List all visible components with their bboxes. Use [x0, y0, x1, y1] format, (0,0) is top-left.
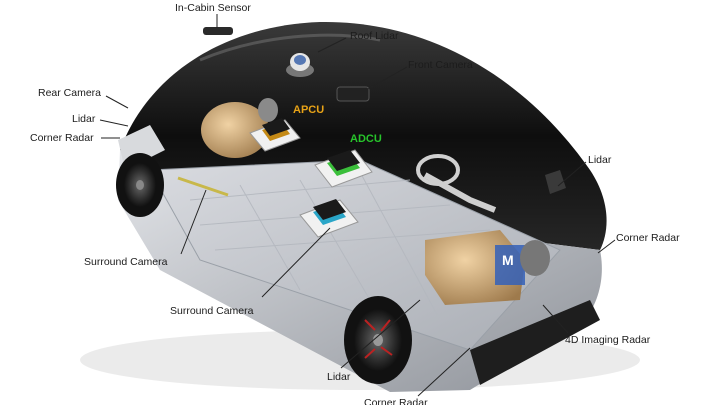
rear-wheel	[116, 153, 164, 217]
front-camera-device	[336, 86, 370, 102]
side-camera-strip	[177, 176, 229, 197]
front-motor: M	[425, 230, 550, 305]
in-cabin-sensor-device	[203, 27, 233, 35]
apcu-chip	[249, 118, 301, 152]
leader-lines	[99, 14, 616, 397]
imaging-radar-label: 4D Imaging Radar	[565, 334, 651, 346]
bottom-corner-radar-label: Corner Radar	[364, 397, 428, 405]
apcu-label: APCU	[293, 104, 325, 116]
front-wheel	[344, 296, 412, 384]
front-bumper	[470, 300, 600, 385]
front-lidar-device	[545, 170, 566, 194]
bottom-lidar-label: Lidar	[327, 371, 351, 383]
rear-lidar-label: Lidar	[72, 113, 96, 125]
steering-wheel	[416, 154, 497, 213]
front-corner-radar-label: Corner Radar	[616, 232, 680, 244]
adcu-chip	[314, 149, 373, 188]
rear-motor	[201, 98, 278, 158]
controller-chip	[299, 199, 359, 238]
roof-lidar-label: Roof Lidar	[350, 30, 399, 42]
front-lidar-label: Lidar	[588, 154, 612, 166]
rear-camera-label: Rear Camera	[38, 87, 102, 99]
adcu-label: ADCU	[350, 133, 382, 145]
roof-lidar-device	[286, 53, 314, 77]
rear-corner-radar-label: Corner Radar	[30, 132, 94, 144]
in-cabin-sensor-label: In-Cabin Sensor	[175, 2, 251, 14]
surround-camera-label-1: Surround Camera	[84, 256, 168, 268]
surround-camera-label-2: Surround Camera	[170, 305, 254, 317]
front-camera-label: Front Camera	[408, 59, 473, 71]
svg-text:M: M	[502, 252, 514, 268]
